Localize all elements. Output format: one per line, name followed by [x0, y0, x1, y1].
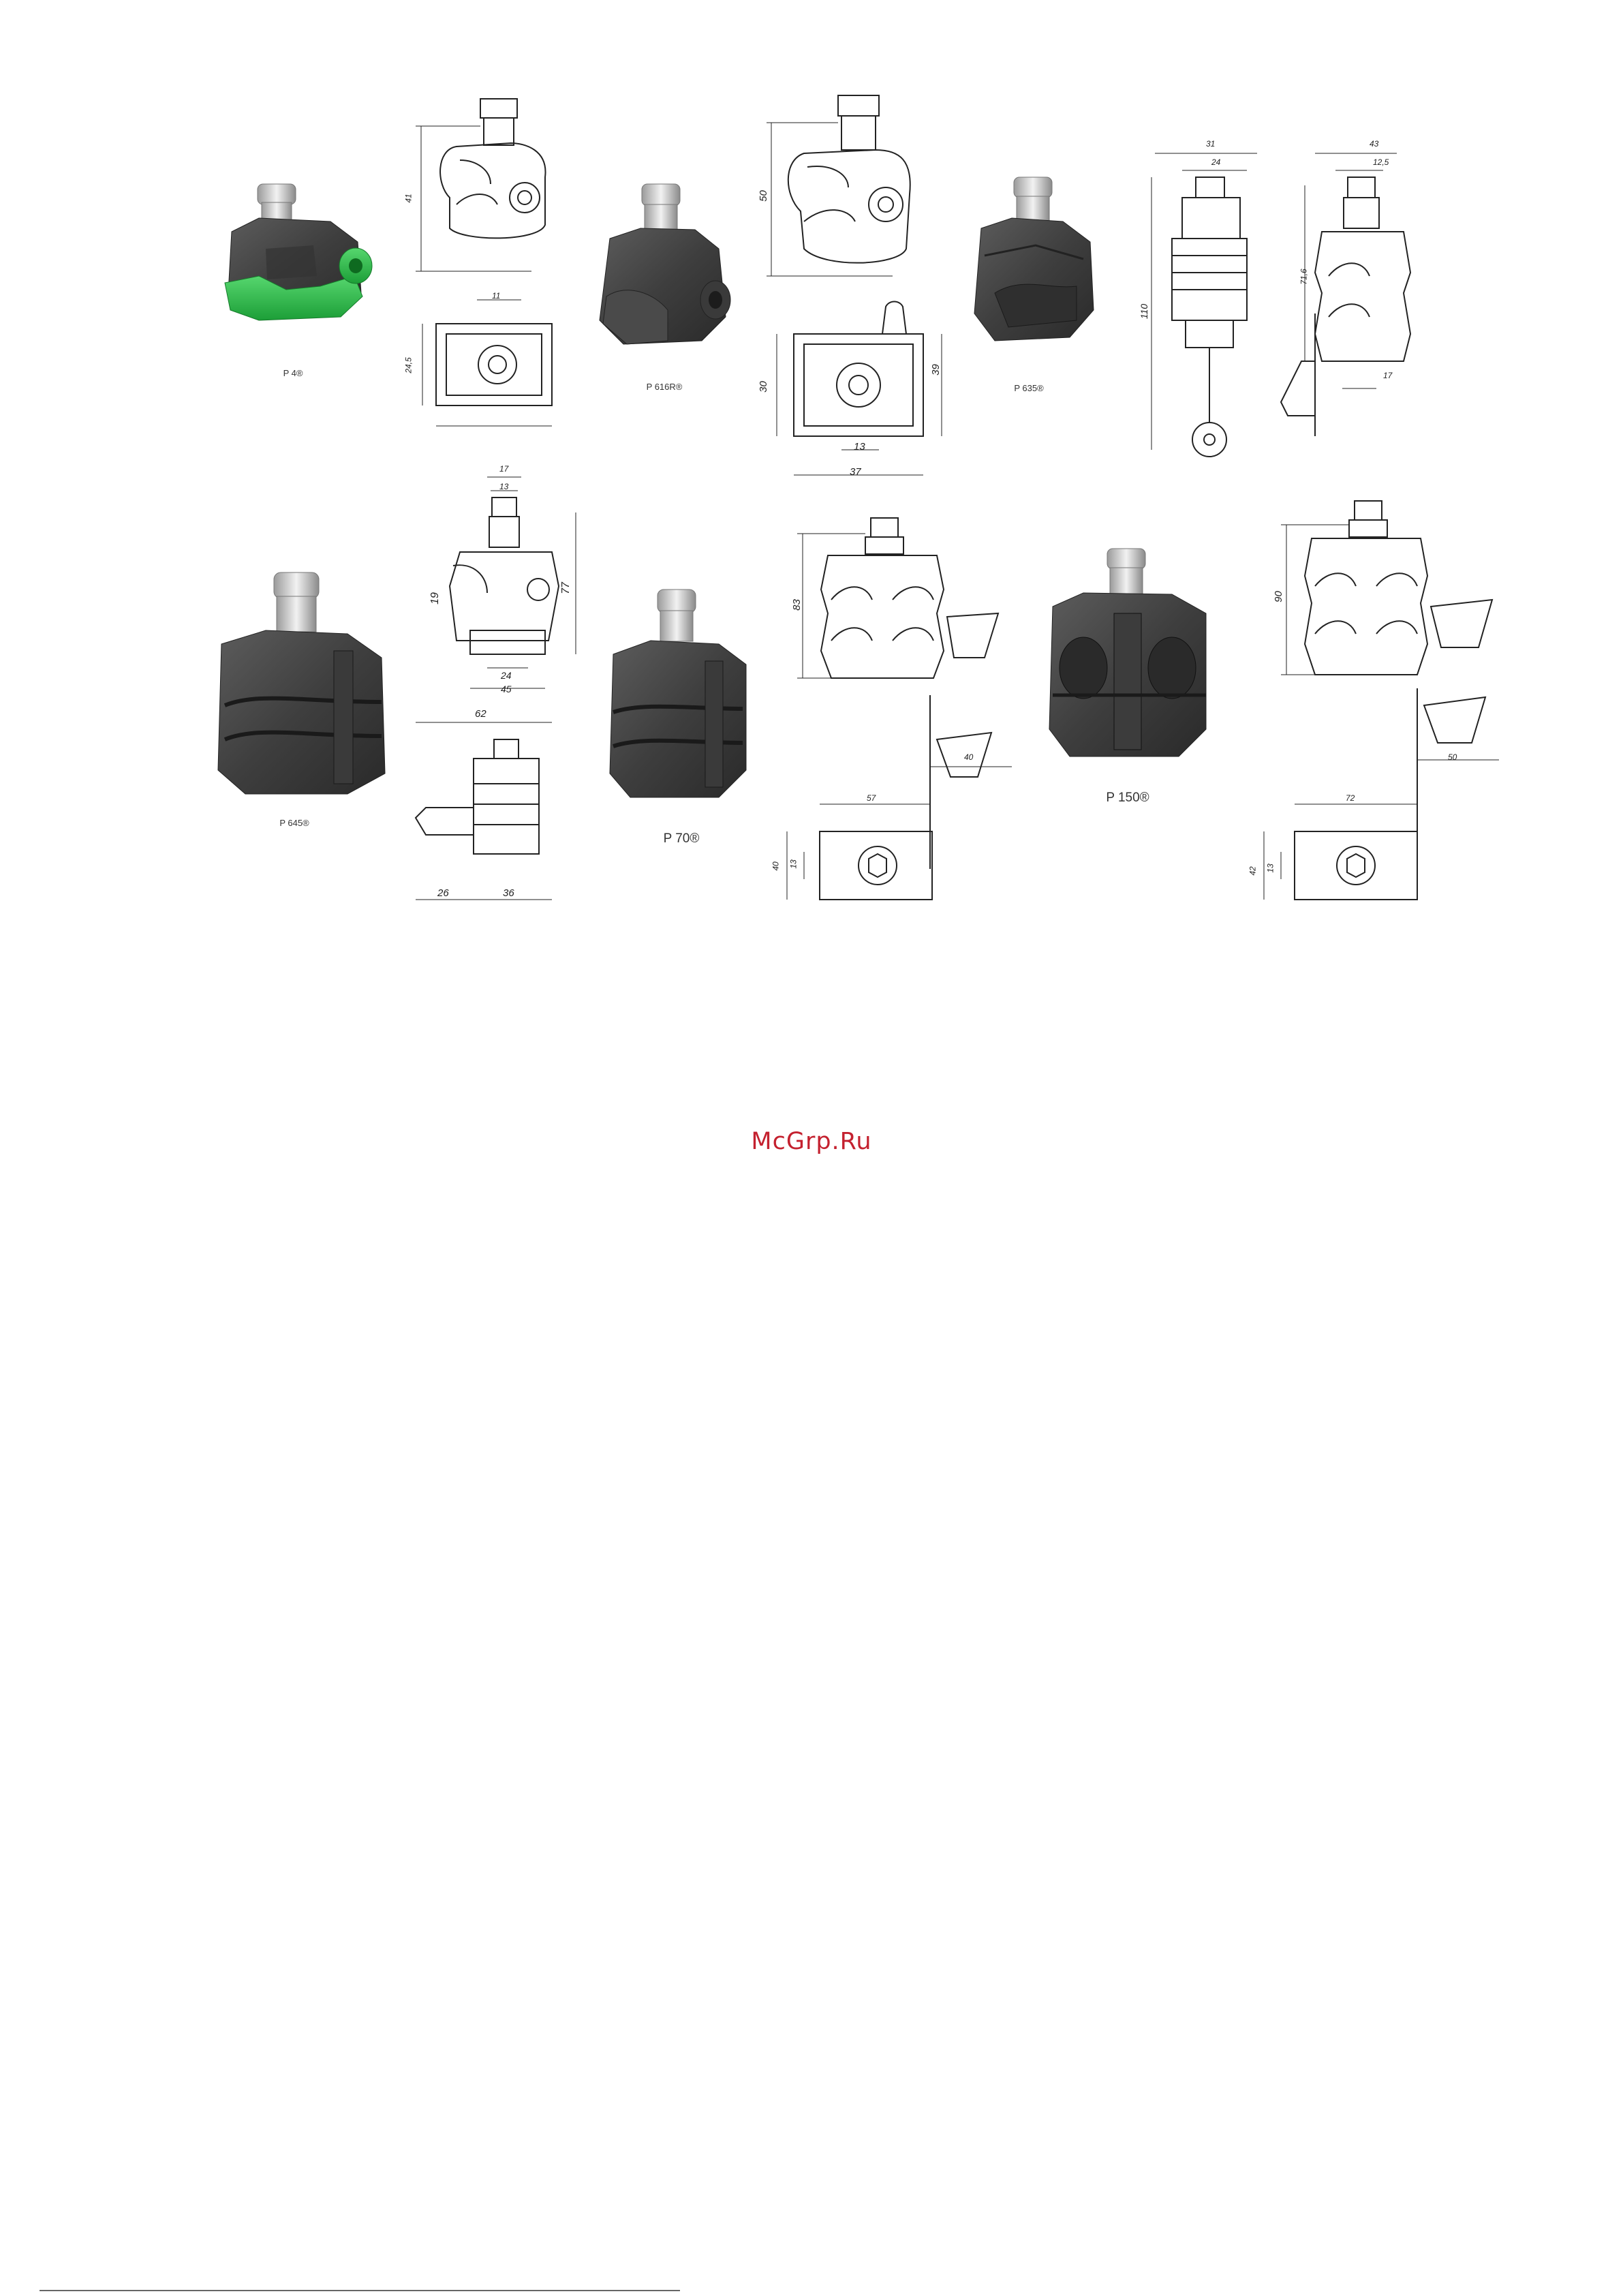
dim-p635-top-width: 31 — [1206, 140, 1215, 148]
dim-p635-inner: 24 — [1211, 158, 1220, 166]
p635-connector-photo — [968, 174, 1104, 358]
p645-connector-photo — [211, 569, 392, 797]
p70-connector-photo — [603, 586, 756, 804]
dim-p70-plan-arm: 40 — [964, 753, 973, 761]
dim-p616r-plan-inner: 13 — [854, 442, 865, 452]
dim-p616r-plan-right: 39 — [931, 364, 941, 376]
dim-p70-plan-h: 40 — [772, 861, 780, 870]
p70-front-drawing — [790, 515, 1015, 685]
p4-connector-photo — [218, 174, 375, 341]
dim-p70-plan-inner: 13 — [790, 859, 798, 868]
p645-plan-drawing — [405, 709, 569, 913]
dim-p635b-top: 43 — [1370, 140, 1378, 148]
dim-p635b-bottom: 17 — [1383, 371, 1392, 380]
dim-p645-top1: 17 — [499, 465, 508, 473]
p150-front-drawing — [1274, 498, 1506, 682]
p635-side-drawing — [1267, 136, 1431, 457]
p70-plan-drawing — [767, 692, 1019, 910]
product-label-p70: P 70® — [664, 831, 700, 846]
dim-p70-plan-width: 57 — [867, 794, 876, 802]
dim-p635b-height: 71,6 — [1300, 269, 1308, 284]
product-label-p645: P 645® — [279, 818, 309, 828]
dim-p645-left: 19 — [430, 592, 441, 604]
product-label-p4: P 4® — [283, 368, 303, 378]
dim-p635-top: 110 — [1139, 304, 1149, 319]
dim-p645-plan-b: 36 — [503, 888, 514, 898]
p616r-connector-photo — [593, 181, 736, 354]
dim-p645-top2: 13 — [499, 483, 508, 491]
product-label-p635: P 635® — [1014, 383, 1043, 393]
p635-front-drawing — [1145, 136, 1267, 457]
dim-p616r-plan-left: 30 — [758, 381, 769, 393]
product-label-p616r: P 616R® — [647, 382, 683, 392]
dim-p4-top-width: 11 — [492, 292, 500, 300]
dim-p616r-plan-width: 37 — [850, 467, 861, 477]
dim-p616r-height: 50 — [758, 190, 769, 202]
dim-p645-bot1: 24 — [501, 671, 512, 680]
dim-p150-plan-inner: 13 — [1267, 863, 1275, 872]
dim-p645-height: 77 — [561, 582, 572, 594]
dim-p645-plan-a: 26 — [437, 888, 449, 898]
dim-p645-bot2: 45 — [501, 684, 512, 694]
dim-p635b-inner: 12,5 — [1373, 158, 1389, 166]
p150-connector-photo — [1042, 545, 1213, 763]
dim-p4-height: 41 — [405, 194, 413, 202]
p616r-plan-drawing — [763, 296, 954, 487]
dim-p150-plan-arm: 50 — [1448, 753, 1457, 761]
dim-p150-height: 90 — [1273, 591, 1284, 602]
p4-side-drawing — [409, 95, 572, 279]
dim-p70-height: 83 — [792, 599, 802, 611]
dim-p645-plan-width: 62 — [475, 709, 486, 719]
footer-rule — [40, 2290, 680, 2291]
dim-p4-depth: 24,5 — [405, 357, 413, 373]
p150-plan-drawing — [1243, 685, 1502, 910]
dim-p150-plan-width: 72 — [1346, 794, 1355, 802]
watermark-text: McGrp.Ru — [751, 1128, 871, 1155]
dim-p150-plan-h: 42 — [1249, 866, 1257, 875]
product-label-p150: P 150® — [1106, 791, 1149, 806]
p4-plan-drawing — [409, 286, 572, 429]
p645-front-drawing — [422, 463, 579, 695]
p616r-side-drawing — [763, 92, 947, 290]
